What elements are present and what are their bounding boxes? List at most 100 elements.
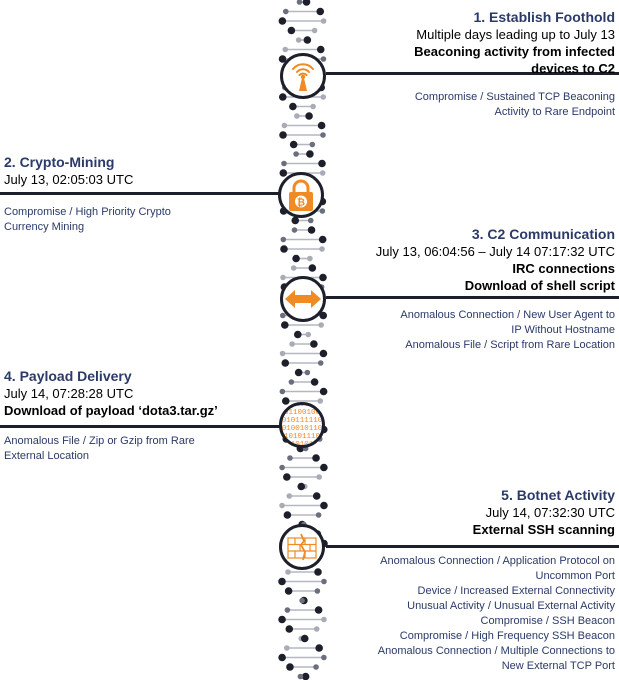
dna-rung (284, 606, 323, 614)
stage-5-model: Anomalous Connection / Application Proto… (380, 555, 615, 567)
svg-text:₿: ₿ (297, 197, 305, 209)
stage-3-model: Anomalous Connection / New User Agent to (400, 309, 615, 321)
stage-3-model: IP Without Hostname (511, 324, 615, 336)
dna-rung (284, 587, 321, 595)
stage-3-block: 3. C2 Communication July 13, 06:04:56 – … (376, 226, 615, 294)
dna-rung (292, 254, 313, 263)
dna-rung (294, 368, 311, 377)
dna-rung (295, 36, 312, 44)
dna-rung (279, 349, 328, 358)
dna-rung (278, 577, 327, 586)
dna-rung (281, 359, 324, 367)
stage-4-model: External Location (4, 450, 89, 462)
dna-rung (286, 492, 321, 500)
dna-rung (279, 501, 328, 510)
dna-rung (290, 264, 317, 272)
stage-1-connector (326, 72, 619, 75)
dna-rung (289, 140, 316, 149)
stage-1-block: 1. Establish Foothold Multiple days lead… (414, 9, 615, 77)
stage-5-model: Unusual Activity / Unusual External Acti… (407, 600, 615, 612)
stage-4-date: July 14, 07:28:28 UTC (4, 386, 134, 401)
stage-3-models: Anomalous Connection / New User Agent to… (400, 308, 615, 353)
dna-rung (281, 397, 324, 405)
dna-rung (280, 245, 325, 253)
stage-2-model: Currency Mining (4, 221, 85, 233)
dna-rung (298, 634, 309, 643)
dna-rung (280, 273, 327, 282)
stage-5-model: Uncommon Port (535, 570, 615, 582)
stage-2-date: July 13, 02:05:03 UTC (4, 172, 134, 187)
stage-2-model: Compromise / High Priority Crypto (4, 206, 171, 218)
dna-rung (283, 511, 322, 519)
dna-rung (281, 121, 326, 130)
double-arrow-icon (285, 290, 321, 308)
stage-5-title: 5. Botnet Activity (501, 487, 615, 503)
stage-4-connector (0, 425, 282, 428)
dna-rung (281, 321, 324, 329)
dna-rung (279, 387, 328, 396)
stage-2-title: 2. Crypto-Mining (4, 154, 115, 170)
stage-3-node (280, 276, 326, 322)
dna-rung (287, 454, 320, 462)
stage-1-date: Multiple days leading up to July 13 (416, 27, 615, 42)
stage-1-models: Compromise / Sustained TCP Beaconing Act… (415, 90, 615, 120)
stage-3-description: IRC connections (512, 261, 615, 276)
stage-4-node: 101100101 1011001000 10101111100 0010010… (279, 402, 325, 448)
stage-2-block: 2. Crypto-Mining July 13, 02:05:03 UTC (4, 154, 133, 188)
stage-1-model: Compromise / Sustained TCP Beaconing (414, 91, 615, 103)
dna-rung (285, 625, 320, 633)
stage-4-description: Download of payload ‘dota3.tar.gz’ (4, 403, 218, 418)
dna-rung (286, 663, 319, 671)
stage-3-date: July 13, 06:04:56 – July 14 07:17:32 UTC (375, 244, 615, 259)
stage-5-model: Anomalous Connection / Multiple Connecti… (377, 645, 615, 657)
dna-rung (287, 26, 318, 35)
dna-rung (284, 644, 323, 652)
stage-5-model: Compromise / SSH Beacon (480, 615, 616, 627)
dna-rung (291, 216, 314, 225)
dna-rung (293, 150, 314, 158)
stage-1-model: Activity to Rare Endpoint (494, 106, 615, 118)
firewall-icon (287, 533, 317, 561)
dna-rung (281, 159, 326, 168)
stage-5-model: Compromise / High Frequency SSH Beacon (399, 630, 615, 642)
stage-4-models: Anomalous File / Zip or Gzip from Rare E… (4, 434, 195, 464)
dna-rung (278, 17, 327, 25)
stage-1-title: 1. Establish Foothold (473, 9, 615, 25)
dna-rung (291, 226, 316, 234)
dna-rung (288, 378, 319, 386)
stage-4-block: 4. Payload Delivery July 14, 07:28:28 UT… (4, 368, 218, 419)
dna-rung (297, 482, 308, 491)
dna-rung (297, 672, 310, 680)
dna-rung (299, 596, 308, 605)
dna-rung (279, 131, 326, 139)
stage-5-block: 5. Botnet Activity July 14, 07:32:30 UTC… (473, 487, 615, 538)
stage-5-description: External SSH scanning (472, 522, 615, 537)
stage-3-description: Download of shell script (464, 278, 615, 293)
stage-5-models: Anomalous Connection / Application Proto… (378, 554, 615, 674)
stage-3-model: Anomalous File / Script from Rare Locati… (405, 339, 615, 351)
stage-5-connector (326, 545, 619, 548)
dna-rung (289, 340, 318, 348)
dna-rung (296, 0, 311, 6)
bitcoin-lock-icon: ₿ (289, 179, 313, 211)
stage-2-node: ₿ (278, 172, 324, 218)
stage-3-connector (326, 296, 619, 299)
stage-1-description: Beaconing activity from infected (414, 44, 615, 59)
stage-5-model: Device / Increased External Connectivity (417, 585, 615, 597)
dna-rung (280, 235, 327, 244)
dna-rung (283, 473, 322, 481)
stage-1-node (280, 53, 326, 99)
stage-2-models: Compromise / High Priority Crypto Curren… (4, 205, 171, 235)
dna-rung (278, 615, 327, 624)
stage-1-description: devices to C2 (531, 61, 615, 76)
dna-rung (282, 45, 325, 54)
dna-rung (282, 7, 325, 16)
binary-magnifier-icon: 101100101 1011001000 10101111100 0010010… (279, 402, 325, 448)
stage-5-date: July 14, 07:32:30 UTC (485, 505, 615, 520)
dna-rung (289, 102, 316, 111)
stage-2-connector (0, 192, 282, 195)
stage-4-title: 4. Payload Delivery (4, 368, 132, 384)
stage-4-model: Anomalous File / Zip or Gzip from Rare (4, 435, 195, 447)
stage-5-model: New External TCP Port (501, 660, 615, 672)
dna-rung (293, 330, 312, 339)
